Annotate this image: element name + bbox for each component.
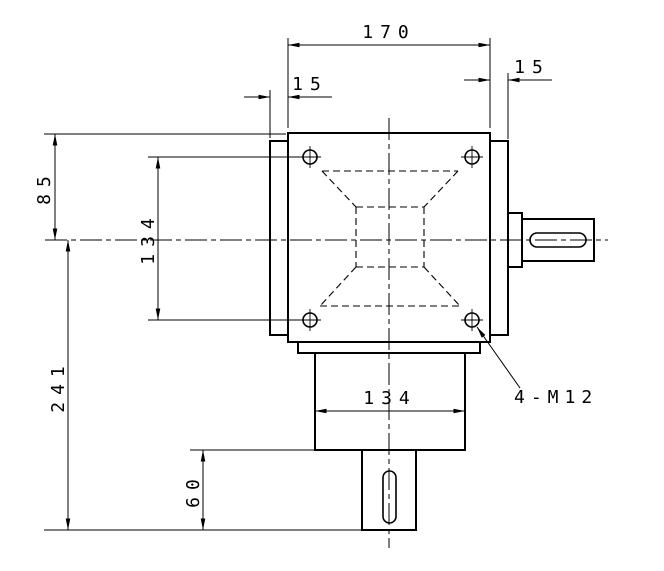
right-flange [489, 140, 509, 336]
leader-line [476, 326, 521, 389]
left-flange [269, 140, 289, 336]
dim-label-right-flange: 15 [514, 57, 550, 78]
dim-label-shaft-extension: 60 [183, 472, 204, 508]
dim-label-housing-width: 134 [363, 388, 417, 409]
dim-label-bolt-spacing: 134 [138, 211, 159, 265]
gearbox-outlines [269, 132, 595, 531]
bolt-holes [299, 146, 483, 331]
dimension-bolt-spacing: 134 [138, 156, 302, 321]
output-shaft [361, 449, 417, 531]
input-shaft-keyway [529, 232, 587, 248]
dim-label-top-width: 170 [362, 22, 416, 43]
thread-callout-label: 4-M12 [514, 387, 598, 408]
dim-label-top-to-center: 85 [34, 169, 55, 205]
dim-label-center-to-bottom: 241 [48, 359, 69, 413]
hidden-line [319, 266, 357, 307]
center-lines [45, 118, 608, 548]
hidden-line [423, 170, 459, 208]
dimension-left-flange: 15 [244, 74, 332, 138]
dim-label-left-flange: 15 [292, 74, 328, 95]
output-shaft-keyway [382, 470, 397, 524]
input-shaft [521, 218, 595, 262]
dimension-right-flange: 15 [464, 57, 552, 139]
dimension-housing-width: 134 [315, 388, 465, 414]
thread-callout-group: 4-M12 [476, 326, 598, 408]
dimension-top-to-center: 85 [34, 133, 286, 240]
dimension-shaft-extension: 60 [183, 449, 315, 530]
hidden-line [423, 266, 461, 307]
hidden-line [321, 170, 357, 208]
dimension-top-width: 170 [287, 22, 491, 128]
hidden-gear-lines [319, 170, 461, 307]
